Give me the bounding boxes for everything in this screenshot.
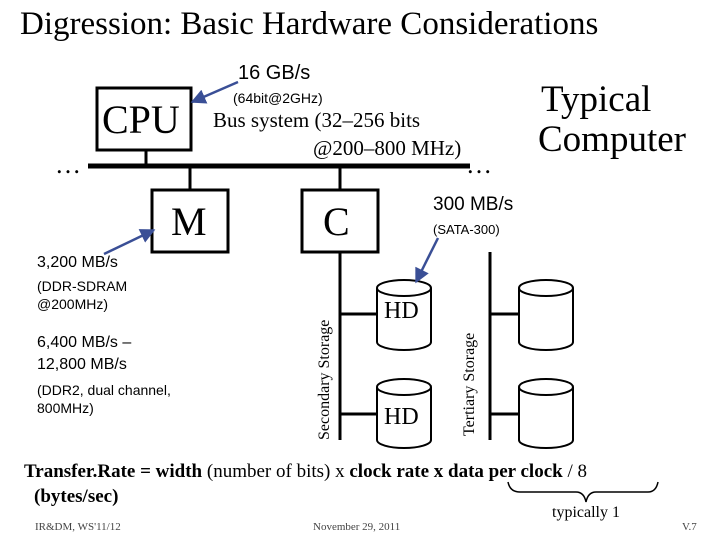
slide-title: Digression: Basic Hardware Consideration…: [20, 6, 599, 42]
tertiary-storage-label: Tertiary Storage: [461, 332, 478, 436]
hd-label-2: HD: [384, 404, 419, 430]
cpu-box: [95, 86, 193, 152]
data-per-clock-brace: [507, 481, 659, 503]
memory-speed-arrow: [103, 228, 156, 256]
memory-label: M: [171, 199, 207, 244]
bus-speed-arrow: [190, 80, 239, 104]
footer-course: IR&DM, WS'11/12: [35, 521, 121, 533]
memory-clock-ddr2: 800MHz): [37, 400, 94, 416]
memory-type-ddr: (DDR-SDRAM: [37, 278, 128, 294]
transfer-rate-formula: Transfer.Rate = width (number of bits) x…: [24, 461, 587, 483]
memory-clock-ddr: @200MHz): [37, 296, 109, 312]
memory-speed-ddr2-line2: 12,800 MB/s: [37, 356, 127, 373]
bus-ellipsis-left: …: [55, 150, 81, 179]
footer-date: November 29, 2011: [313, 521, 401, 533]
transfer-rate-unit: (bytes/sec): [34, 486, 119, 507]
formula-part-normal-1: (number of bits) x: [202, 461, 350, 482]
bus-speed-detail: (64bit@2GHz): [233, 90, 323, 106]
bus-ellipsis-right: …: [466, 150, 492, 179]
sata-speed-arrow: [414, 237, 440, 284]
controller-label: C: [323, 199, 350, 244]
secondary-storage-label: Secondary Storage: [316, 319, 333, 440]
footer-slide-number: V.7: [682, 521, 697, 533]
tertiary-disk-1: [518, 279, 574, 351]
memory-speed-ddr: 3,200 MB/s: [37, 254, 118, 271]
sata-speed-label: 300 MB/s: [433, 194, 514, 215]
hard-disk-2: [376, 378, 432, 449]
typical-label-line1: Typical: [541, 79, 652, 120]
brace-note: typically 1: [552, 504, 620, 521]
hard-disk-1: [376, 279, 432, 351]
cpu-label: CPU: [102, 97, 180, 142]
memory-type-ddr2: (DDR2, dual channel,: [37, 382, 171, 398]
typical-label-line2: Computer: [538, 119, 686, 160]
bus-speed-label: 16 GB/s: [238, 62, 311, 84]
formula-part-normal-2: / 8: [562, 461, 587, 482]
formula-part-bold-2: clock rate x data per clock: [349, 461, 563, 482]
bus-system-label-line1: Bus system (32–256 bits: [213, 108, 421, 132]
bus-system-label-line2: @200–800 MHz): [313, 136, 462, 160]
tertiary-disk-2: [518, 378, 574, 449]
sata-detail-label: (SATA-300): [433, 222, 500, 237]
memory-speed-ddr2-line1: 6,400 MB/s –: [37, 334, 132, 351]
hd-label-1: HD: [384, 298, 419, 324]
formula-part-bold-1: Transfer.Rate = width: [24, 461, 203, 482]
